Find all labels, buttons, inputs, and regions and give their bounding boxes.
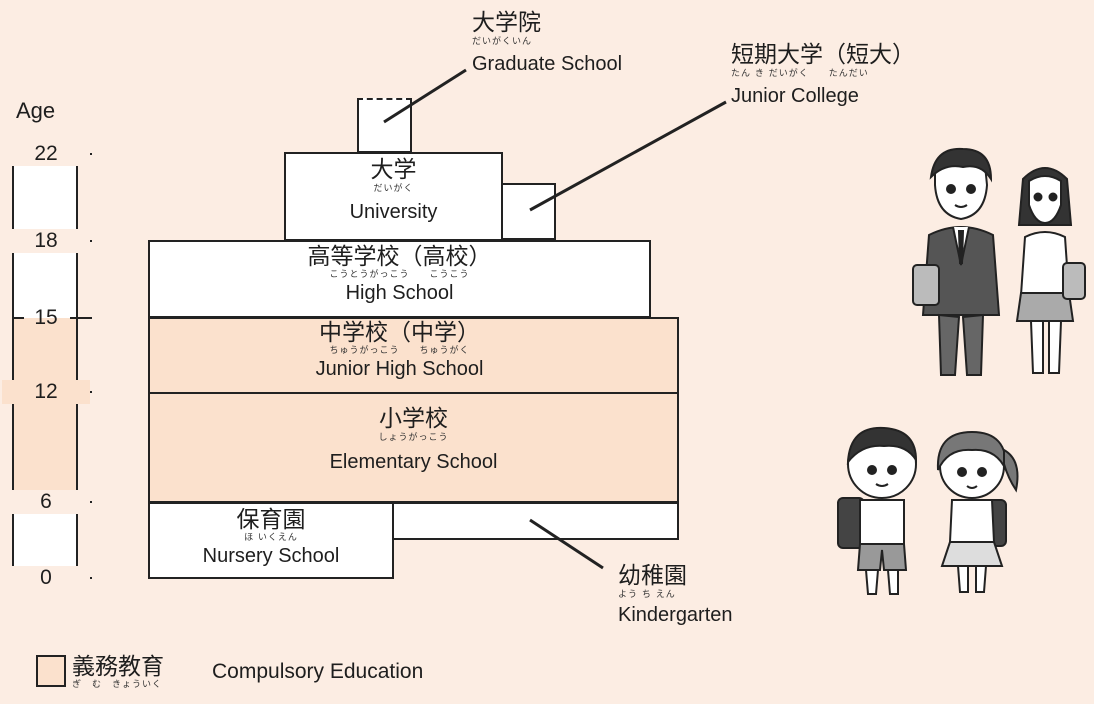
junior-college-leader-line xyxy=(529,100,727,212)
high-school-jp: 高等学校（高校） xyxy=(307,244,492,270)
nursery-school-en: Nursery School xyxy=(202,545,340,567)
age-axis-title: Age xyxy=(16,98,56,123)
junior-high-school-label: 中学校（中学） ちゅうがっこう ちゅうがく Junior High School xyxy=(148,320,651,380)
legend-jp-label: 義務教育 ぎ む きょういく xyxy=(72,656,164,690)
legend-swatch xyxy=(36,655,66,687)
legend-ruby: ぎ む きょういく xyxy=(72,680,163,690)
junior-college-jp: 短期大学（短大） xyxy=(731,42,915,68)
age-bar-compulsory xyxy=(12,318,78,502)
high-school-en: High School xyxy=(345,282,454,304)
graduate-leader-line xyxy=(383,68,467,124)
nursery-school-box xyxy=(148,502,394,579)
university-jp: 大学 xyxy=(370,157,417,183)
nursery-school-label: 保育園 ほ いくえん Nursery School xyxy=(148,507,394,567)
high-school-box xyxy=(148,240,651,318)
nursery-school-ruby: ほ いくえん xyxy=(244,533,298,543)
university-ruby: だいがく xyxy=(373,184,414,194)
elementary-school-box xyxy=(148,392,679,503)
elementary-school-en: Elementary School xyxy=(329,451,498,473)
age-tick-label: 22 xyxy=(2,142,90,166)
graduate-school-ruby: だいがくいん xyxy=(472,37,533,47)
high-school-ruby: こうとうがっこう こうこう xyxy=(329,270,470,280)
nursery-school-jp: 保育園 xyxy=(236,507,306,533)
graduate-school-label: 大学院 だいがくいん Graduate School xyxy=(472,10,623,75)
junior-high-school-en: Junior High School xyxy=(315,358,484,380)
kindergarten-jp: 幼稚園 xyxy=(618,563,687,589)
junior-college-en: Junior College xyxy=(731,85,859,107)
age-tick-label: 6 xyxy=(2,490,90,514)
elementary-school-ruby: しょうがっこう xyxy=(378,433,449,443)
junior-college-label: 短期大学（短大） たん き だいがく たんだい Junior College xyxy=(731,42,915,107)
age-bar-lower xyxy=(12,502,78,578)
kindergarten-box xyxy=(392,502,679,540)
age-tick-label: 0 xyxy=(2,566,90,590)
age-tick-label: 15 xyxy=(34,306,58,329)
university-en: University xyxy=(349,201,438,223)
kindergarten-en: Kindergarten xyxy=(618,604,733,626)
elementary-school-jp: 小学校 xyxy=(379,406,448,432)
kindergarten-ruby: よう ち えん xyxy=(618,590,676,600)
junior-high-school-ruby: ちゅうがっこう ちゅうがく xyxy=(329,346,470,356)
legend-en: Compulsory Education xyxy=(212,660,424,683)
kindergarten-leader-line xyxy=(529,518,604,570)
age-tick-label: 18 xyxy=(2,229,90,253)
age-tick-label: 12 xyxy=(2,380,90,404)
elementary-school-label: 小学校 しょうがっこう Elementary School xyxy=(148,406,679,473)
graduate-school-en: Graduate School xyxy=(472,53,623,75)
junior-high-school-jp: 中学校（中学） xyxy=(319,320,480,346)
kindergarten-label: 幼稚園 よう ち えん Kindergarten xyxy=(618,563,733,626)
university-label: 大学 だいがく University xyxy=(284,157,503,223)
university-box xyxy=(284,152,503,241)
high-school-label: 高等学校（高校） こうとうがっこう こうこう High School xyxy=(148,244,651,304)
junior-college-ruby: たん き だいがく たんだい xyxy=(731,69,869,79)
older-students-illustration xyxy=(912,147,1086,376)
young-children-illustration xyxy=(837,426,1019,595)
graduate-school-jp: 大学院 xyxy=(472,10,541,36)
legend-jp: 義務教育 xyxy=(72,654,164,680)
